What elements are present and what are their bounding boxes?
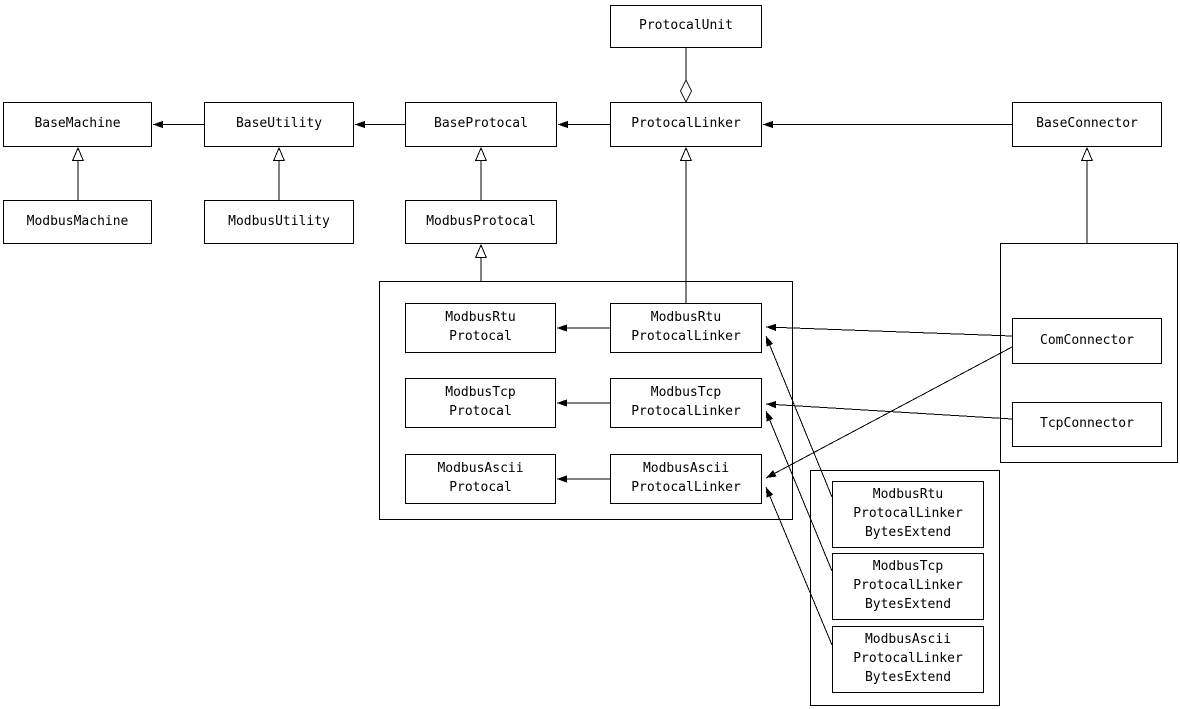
- node-base-utility: BaseUtility: [204, 102, 354, 147]
- node-modbus-ascii-protocal-linker-bytes-extend: ModbusAscii ProtocalLinker BytesExtend: [832, 626, 984, 693]
- node-modbus-rtu-protocal-linker-bytes-extend: ModbusRtu ProtocalLinker BytesExtend: [832, 481, 984, 548]
- node-tcp-connector: TcpConnector: [1012, 402, 1162, 447]
- node-modbus-rtu-protocal-linker: ModbusRtu ProtocalLinker: [610, 303, 762, 353]
- edge-comconnector-to-rtulinker: [765, 323, 1013, 337]
- node-modbus-ascii-protocal-linker: ModbusAscii ProtocalLinker: [610, 454, 762, 504]
- edge-rtubytesextend-to-rtulinker: [765, 335, 833, 498]
- node-protocal-linker: ProtocalLinker: [610, 102, 762, 147]
- edge-comconnector-to-asciilinker: [765, 346, 1013, 479]
- edge-tcpbytesextend-to-tcplinker: [765, 410, 833, 572]
- group-bytes-extend: [810, 470, 1000, 706]
- node-modbus-tcp-protocal-linker: ModbusTcp ProtocalLinker: [610, 378, 762, 428]
- node-base-machine: BaseMachine: [3, 102, 152, 147]
- aggregation-diamond-icon: [679, 78, 693, 104]
- node-base-connector: BaseConnector: [1012, 102, 1162, 147]
- edge-asciibytesextend-to-asciilinker: [765, 486, 833, 646]
- node-com-connector: ComConnector: [1012, 318, 1162, 364]
- edge-tcpconnector-to-tcplinker: [765, 400, 1013, 420]
- node-modbus-protocal: ModbusProtocal: [405, 200, 557, 244]
- node-modbus-machine: ModbusMachine: [3, 200, 152, 244]
- node-modbus-ascii-protocal: ModbusAscii Protocal: [405, 454, 556, 504]
- node-modbus-rtu-protocal: ModbusRtu Protocal: [405, 303, 556, 353]
- node-base-protocal: BaseProtocal: [405, 102, 557, 147]
- node-modbus-tcp-protocal-linker-bytes-extend: ModbusTcp ProtocalLinker BytesExtend: [832, 553, 984, 620]
- node-protocal-unit: ProtocalUnit: [610, 5, 762, 48]
- node-modbus-tcp-protocal: ModbusTcp Protocal: [405, 378, 556, 428]
- node-modbus-utility: ModbusUtility: [204, 200, 354, 244]
